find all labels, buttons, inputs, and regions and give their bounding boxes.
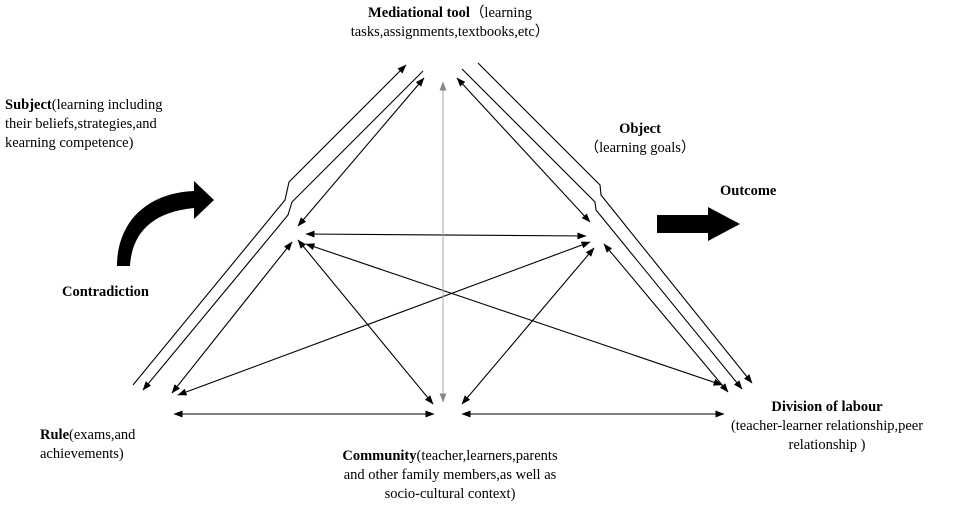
rule-title: Rule xyxy=(40,427,69,443)
community-detail-3: socio-cultural context) xyxy=(384,486,516,502)
division-of-labour-detail-1: (teacher-learner relationship,peer xyxy=(730,418,924,434)
division-of-labour-label: Division of labour (teacher-learner rela… xyxy=(702,398,952,455)
outcome-title: Outcome xyxy=(720,183,777,199)
community-detail-1: (teacher,learners,parents xyxy=(416,448,558,464)
rule-detail-2: achievements) xyxy=(40,446,124,462)
division-of-labour-title: Division of labour xyxy=(771,399,883,415)
contradiction-title: Contradiction xyxy=(62,284,149,300)
rule-label: Rule(exams,and achievements) xyxy=(40,426,135,464)
subject-detail-2: their beliefs,strategies,and xyxy=(5,116,157,132)
outcome-block-arrow xyxy=(657,207,740,241)
arrow-object-community xyxy=(461,247,595,405)
contradiction-arrow-left xyxy=(132,64,424,391)
arrow-tool-subject xyxy=(297,77,425,227)
arrow-object-division xyxy=(603,243,729,393)
contradiction-label: Contradiction xyxy=(62,283,149,302)
arrow-tool-object xyxy=(456,77,591,223)
arrow-subject-division xyxy=(305,243,723,386)
mediational-tool-detail-1: （learning xyxy=(469,5,532,21)
object-title: Object xyxy=(619,121,661,137)
subject-detail-3: kearning competence) xyxy=(5,135,134,151)
subject-label: Subject(learning including their beliefs… xyxy=(5,96,162,153)
community-title: Community xyxy=(342,448,417,464)
arrow-subject-object xyxy=(305,230,587,240)
rule-detail-1: (exams,and xyxy=(69,427,136,443)
arrow-object-rule xyxy=(177,241,591,396)
division-of-labour-detail-2: relationship ) xyxy=(788,437,866,453)
object-label: Object （learning goals） xyxy=(565,120,715,158)
subject-detail-1: (learning including xyxy=(51,97,163,113)
mediational-tool-label: Mediational tool（learning tasks,assignme… xyxy=(300,4,600,42)
mediational-tool-title: Mediational tool xyxy=(368,5,470,21)
object-detail: （learning goals） xyxy=(584,140,696,156)
subject-title: Subject xyxy=(5,97,52,113)
connection-arrows xyxy=(171,77,729,418)
mediational-tool-detail-2: tasks,assignments,textbooks,etc） xyxy=(350,24,550,40)
outcome-label: Outcome xyxy=(720,182,776,201)
community-label: Community(teacher,learners,parents and o… xyxy=(300,447,600,504)
contradiction-curved-arrow xyxy=(117,181,214,266)
community-detail-2: and other family members,as well as xyxy=(343,467,557,483)
